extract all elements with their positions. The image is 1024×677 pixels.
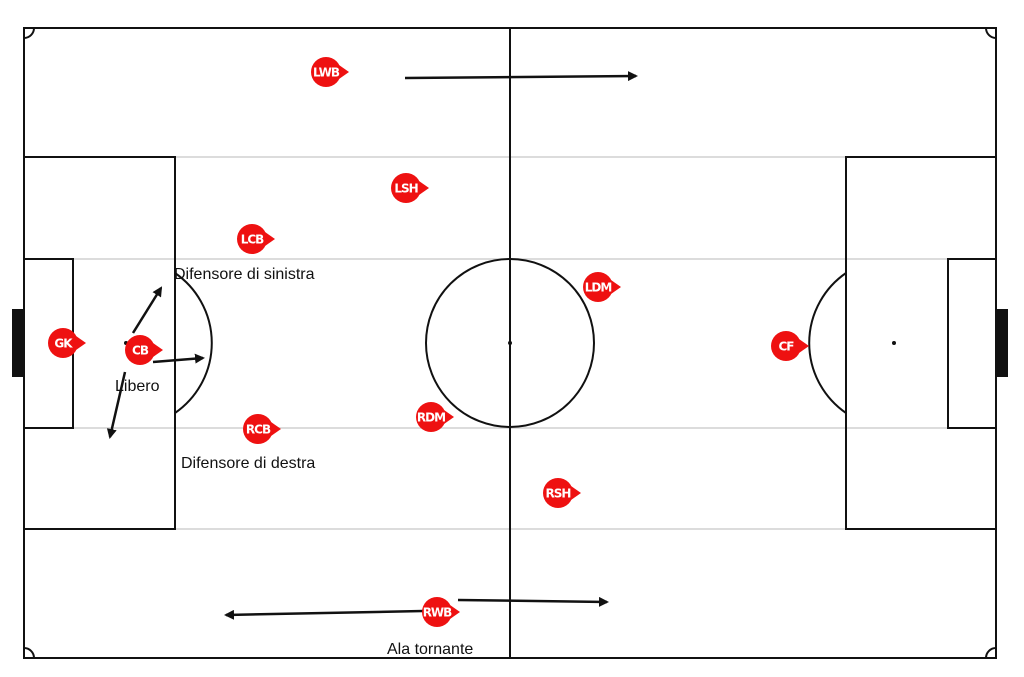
player-label-ldm: LDM	[585, 281, 612, 295]
player-circle	[543, 478, 573, 508]
left-goal	[12, 309, 24, 377]
player-circle	[48, 328, 78, 358]
player-marker-rcb: RCB	[243, 414, 281, 444]
player-marker-cf: CF	[771, 331, 809, 361]
direction-pointer-icon	[450, 605, 460, 619]
left-penalty-arc	[174, 272, 213, 414]
player-marker-lsh: LSH	[391, 173, 429, 203]
player-marker-rwb: RWB	[422, 597, 460, 627]
player-label-rdm: RDM	[417, 411, 445, 425]
arrow-cb-right	[152, 353, 205, 364]
player-marker-rdm: RDM	[416, 402, 454, 432]
right-penalty-arc	[808, 272, 847, 414]
movement-arrows	[106, 71, 638, 620]
player-label-gk: GK	[54, 337, 73, 351]
player-label-cb: CB	[132, 344, 149, 358]
right-goal	[996, 309, 1008, 377]
player-circle	[583, 272, 613, 302]
direction-pointer-icon	[419, 181, 429, 195]
annotation-rwb: Ala tornante	[387, 641, 473, 658]
direction-pointer-icon	[265, 232, 275, 246]
player-label-rwb: RWB	[423, 606, 452, 620]
center-circle	[425, 258, 595, 428]
player-label-cf: CF	[778, 340, 794, 354]
arrow-cb-up	[131, 286, 163, 334]
player-circle	[125, 335, 155, 365]
arrow-rwb-back	[224, 609, 424, 620]
player-marker-ldm: LDM	[583, 272, 621, 302]
right-penalty-area	[845, 156, 997, 530]
corner-arc-top-right	[985, 27, 997, 39]
annotation-rcb: Difensore di destra	[181, 455, 315, 472]
direction-pointer-icon	[153, 343, 163, 357]
player-marker-gk: GK	[48, 328, 86, 358]
player-marker-lwb: LWB	[311, 57, 349, 87]
player-label-lwb: LWB	[313, 66, 340, 80]
player-label-lcb: LCB	[241, 233, 264, 247]
pitch-spots	[12, 309, 1008, 377]
direction-pointer-icon	[339, 65, 349, 79]
center-spot	[508, 341, 512, 345]
direction-pointer-icon	[271, 422, 281, 436]
player-circle	[237, 224, 267, 254]
corner-arc-bottom-right	[985, 647, 997, 659]
arrow-cb-down	[106, 371, 127, 439]
player-circle	[243, 414, 273, 444]
player-label-lsh: LSH	[394, 182, 417, 196]
direction-pointer-icon	[611, 280, 621, 294]
right-penalty-spot	[892, 341, 896, 345]
player-label-rsh: RSH	[546, 487, 571, 501]
player-circle	[771, 331, 801, 361]
direction-pointer-icon	[76, 336, 86, 350]
arrow-lwb-forward	[404, 71, 638, 82]
direction-pointer-icon	[799, 339, 809, 353]
direction-pointer-icon	[444, 410, 454, 424]
annotation-cb: Libero	[115, 378, 160, 395]
player-circle	[311, 57, 341, 87]
player-circle	[416, 402, 446, 432]
corner-arc-top-left	[23, 27, 35, 39]
player-layer: GK CB LCB RCB LWB RWB LSH RSH LDM RDM CF	[48, 57, 809, 627]
player-marker-lcb: LCB	[237, 224, 275, 254]
right-goal-area	[947, 258, 997, 429]
player-marker-cb: CB	[125, 335, 163, 365]
arrow-rwb-forward	[457, 596, 609, 607]
annotations: Difensore di sinistra Difensore di destr…	[115, 266, 473, 658]
direction-pointer-icon	[571, 486, 581, 500]
player-label-rcb: RCB	[246, 423, 271, 437]
annotation-lcb: Difensore di sinistra	[174, 266, 315, 283]
player-marker-rsh: RSH	[543, 478, 581, 508]
corner-arc-bottom-left	[23, 647, 35, 659]
player-circle	[422, 597, 452, 627]
player-circle	[391, 173, 421, 203]
